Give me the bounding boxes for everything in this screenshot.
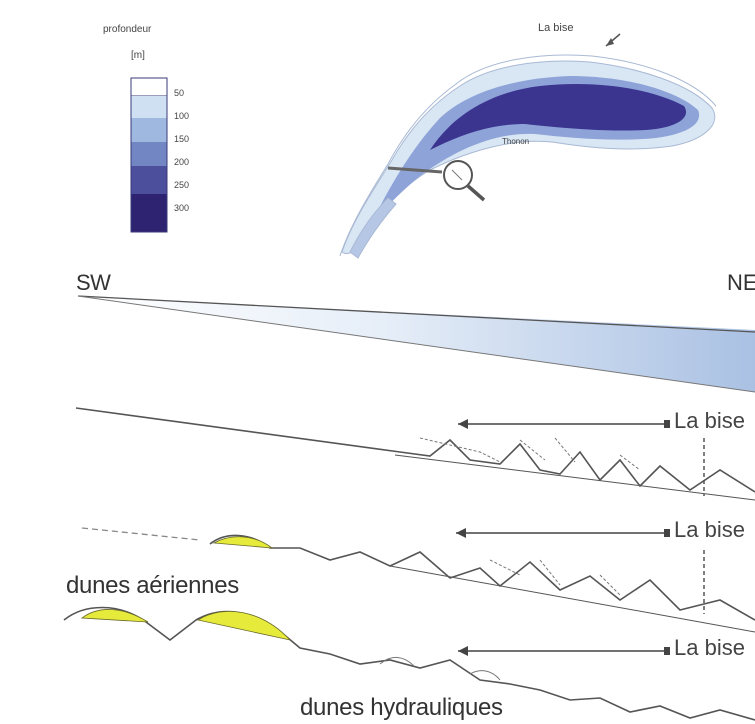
- legend-swatch-1: [131, 78, 167, 96]
- legend-swatch-3: [131, 118, 167, 142]
- map-wind-label: La bise: [538, 22, 573, 34]
- stage-3-wind-label: La bise: [674, 635, 745, 661]
- legend-tick-4: 200: [174, 157, 189, 167]
- legend-swatch-6: [131, 194, 167, 232]
- map-town-label: Thonon: [502, 137, 529, 146]
- depth-legend-bar: [131, 78, 167, 232]
- stage-1-wind-label: La bise: [674, 408, 745, 434]
- legend-tick-2: 100: [174, 111, 189, 121]
- hydraulic-dunes-label: dunes hydrauliques: [300, 694, 503, 722]
- stage-1-profile: [76, 408, 755, 500]
- legend-tick-3: 150: [174, 134, 189, 144]
- stage-3-aeolian-dune-2: [198, 611, 290, 640]
- stage-2-wind-label: La bise: [674, 517, 745, 543]
- lake-map: [340, 34, 716, 258]
- direction-sw-label: SW: [76, 270, 110, 296]
- stage-3-aeolian-dune-1: [82, 609, 148, 622]
- aeolian-dunes-label: dunes aériennes: [66, 572, 239, 600]
- legend-swatch-5: [131, 166, 167, 194]
- legend-tick-5: 250: [174, 180, 189, 190]
- cross-section-profile: [78, 296, 755, 392]
- direction-ne-label: NE: [727, 270, 755, 296]
- legend-swatch-2: [131, 96, 167, 118]
- legend-swatch-4: [131, 142, 167, 166]
- legend-tick-6: 300: [174, 203, 189, 213]
- legend-tick-1: 50: [174, 88, 184, 98]
- stage-2-aeolian-dune: [214, 537, 272, 548]
